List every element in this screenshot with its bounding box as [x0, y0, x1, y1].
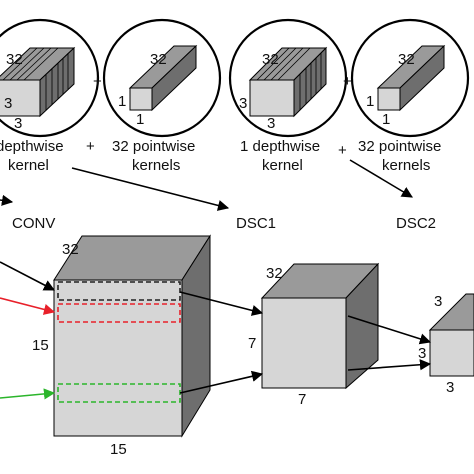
depthwise-1-depth-label: 32 [6, 51, 23, 68]
dsc1-height-label: 7 [248, 335, 256, 352]
caption-pointwise-2-line2: kernels [382, 157, 430, 174]
dsc1-width-label: 7 [298, 391, 306, 408]
depthwise-2-width-label: 3 [267, 115, 275, 132]
window-black [57, 281, 181, 301]
caption-plus-2: + [338, 142, 347, 159]
arrow-conv-to-dsc1-bottom [179, 370, 264, 394]
caption-depthwise-1-line1: depthwise [0, 138, 64, 155]
conv-depth-label: 32 [62, 241, 79, 258]
dsc1-volume: 32 7 7 [248, 262, 380, 408]
depthwise-2-height-label: 3 [239, 95, 247, 112]
dsc2-height-label: 3 [418, 345, 426, 362]
window-red [57, 303, 181, 323]
caption-pointwise-2-line1: 32 pointwise [358, 138, 441, 155]
depthwise-2-depth-label: 32 [262, 51, 279, 68]
caption-depthwise-2-line2: kernel [262, 157, 303, 174]
depthwise-kernel-circle-2: 32 3 3 [228, 18, 348, 138]
arrow-input-black [0, 261, 55, 291]
pointwise-1-width-label: 1 [136, 111, 144, 128]
caption-pointwise-1-line2: kernels [132, 157, 180, 174]
arrow-input-green [0, 388, 56, 400]
pointwise-1-height-label: 1 [118, 93, 126, 110]
caption-depthwise-2-line1: 1 depthwise [240, 138, 320, 155]
caption-pointwise-1-line1: 32 pointwise [112, 138, 195, 155]
dsc1-depth-label: 32 [266, 265, 283, 282]
conv-width-label: 15 [110, 441, 127, 458]
stage-label-dsc1: DSC1 [236, 215, 276, 232]
arrow-left-partial [0, 194, 14, 206]
pointwise-2-depth-label: 32 [398, 51, 415, 68]
conv-volume: 32 15 15 [32, 234, 211, 458]
pointwise-2-height-label: 1 [366, 93, 374, 110]
caption-depthwise-1-line2: kernel [8, 157, 49, 174]
plus-sign-2: + [343, 73, 352, 90]
arrow-to-dsc2 [349, 159, 413, 198]
pointwise-1-depth-label: 32 [150, 51, 167, 68]
stage-label-conv: CONV [12, 215, 55, 232]
arrow-dsc1-to-dsc2-top [347, 315, 432, 345]
arrow-input-red [0, 297, 56, 315]
dsc2-width-label: 3 [446, 379, 454, 396]
pointwise-kernel-circle-2: 32 1 1 [350, 18, 470, 138]
arrow-dsc1-to-dsc2-bottom [347, 359, 432, 371]
arrow-conv-to-dsc1-top [179, 291, 264, 316]
conv-height-label: 15 [32, 337, 49, 354]
depthwise-kernel-circle-1: 32 3 3 [0, 18, 100, 138]
stage-label-dsc2: DSC2 [396, 215, 436, 232]
arrow-to-dsc1 [71, 167, 230, 211]
pointwise-kernel-circle-1: 32 1 1 [102, 18, 222, 138]
caption-plus-1: + [86, 138, 95, 155]
depthwise-1-height-label: 3 [4, 95, 12, 112]
depthwise-1-width-label: 3 [14, 115, 22, 132]
pointwise-2-width-label: 1 [382, 111, 390, 128]
plus-sign-1: + [93, 73, 102, 90]
dsc2-volume: 3 3 [418, 293, 474, 396]
dsc2-top-label-partial: 3 [434, 293, 442, 310]
